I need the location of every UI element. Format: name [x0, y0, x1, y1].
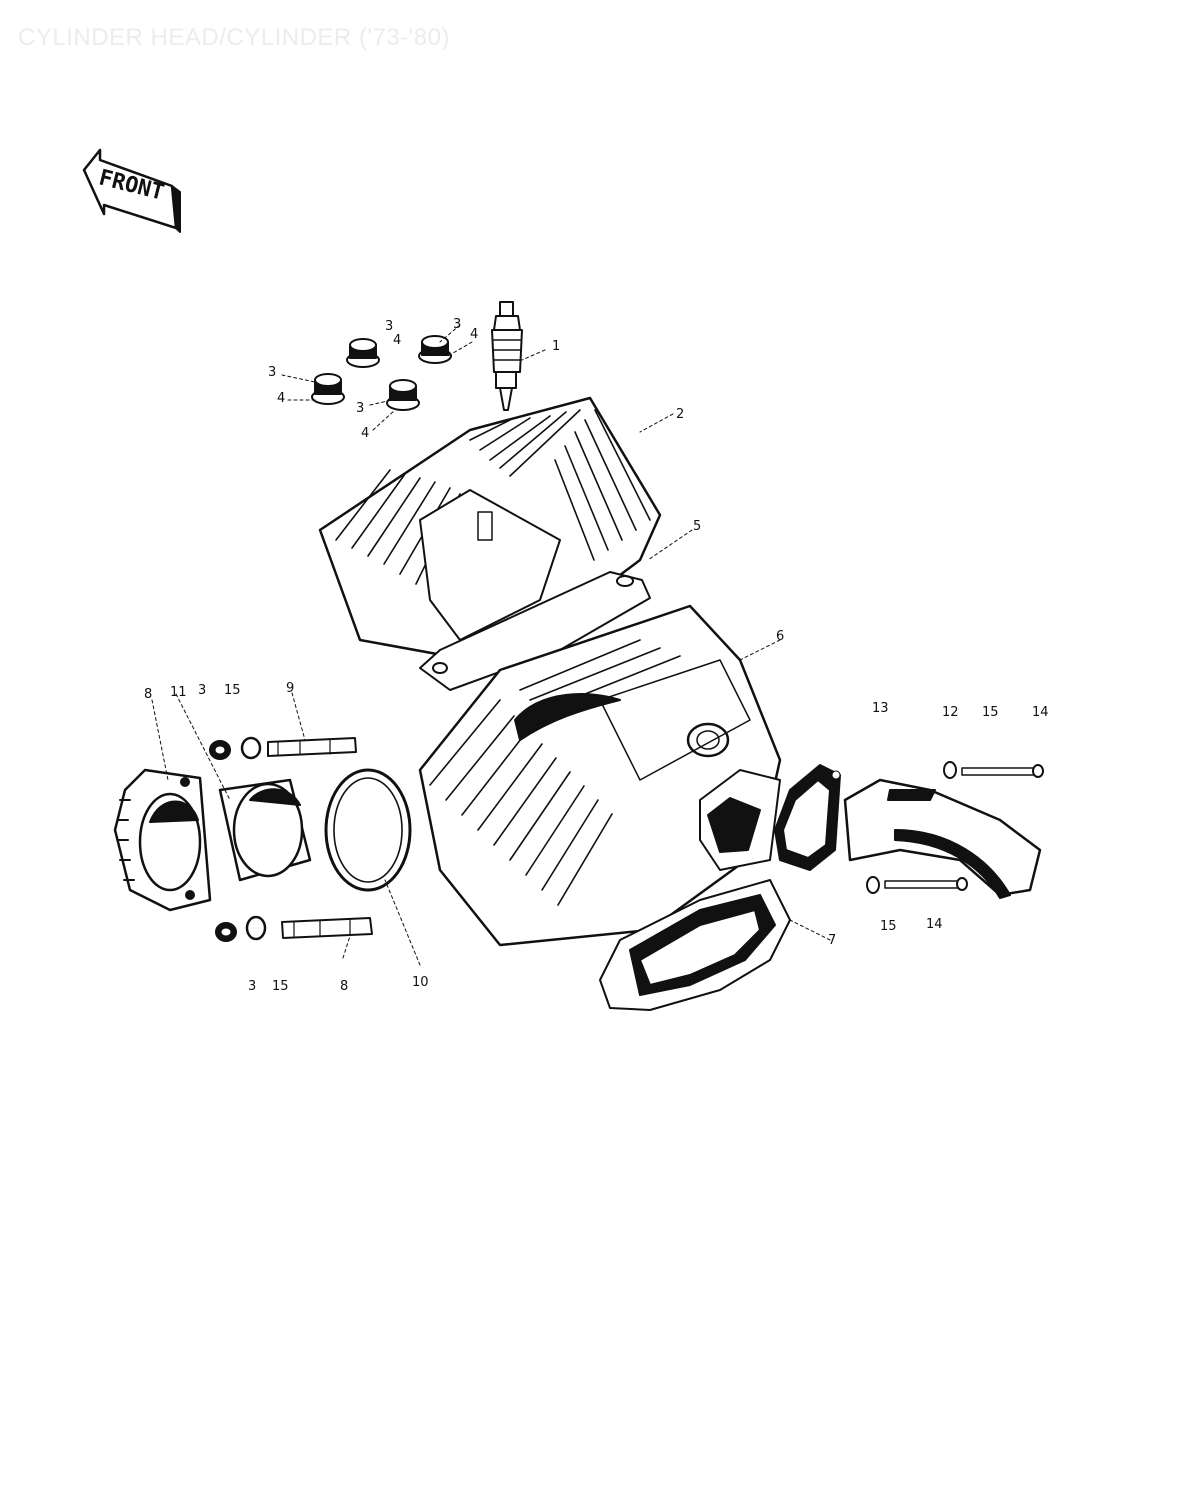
callout-labels: 1 2 3 3 3 3 3 3 4 4 4 4 5 6 7 8 8 9 10 1… — [144, 317, 1049, 994]
callout-5: 5 — [693, 519, 701, 534]
callout-3: 3 — [198, 683, 206, 698]
callout-4: 4 — [393, 333, 401, 348]
callout-4: 4 — [470, 327, 478, 342]
callout-6: 6 — [776, 629, 784, 644]
callout-10: 10 — [412, 975, 429, 990]
leader-lines — [151, 324, 831, 966]
head-nut-d — [386, 379, 420, 411]
callout-14: 14 — [1032, 705, 1049, 720]
head-gasket — [419, 571, 651, 691]
lower-stud-assembly — [215, 915, 373, 942]
spark-plug — [491, 301, 523, 411]
callout-11: 11 — [170, 685, 187, 700]
upper-stud-assembly — [209, 736, 357, 760]
page-title: CYLINDER HEAD/CYLINDER ('73-'80) — [18, 24, 450, 51]
callout-3: 3 — [268, 365, 276, 380]
head-nut-a — [346, 338, 380, 368]
callout-3: 3 — [248, 979, 256, 994]
intake-bolt-lower — [866, 876, 968, 894]
callout-15: 15 — [880, 919, 897, 934]
callout-13: 13 — [872, 701, 889, 716]
callout-4: 4 — [361, 426, 369, 441]
callout-8: 8 — [144, 687, 152, 702]
intake-bolt-upper — [943, 761, 1044, 779]
intake-manifold — [843, 778, 1042, 899]
head-nut-c — [311, 373, 345, 405]
callout-15: 15 — [272, 979, 289, 994]
callout-15: 15 — [982, 705, 999, 720]
callout-8: 8 — [340, 979, 348, 994]
callout-3: 3 — [453, 317, 461, 332]
exhaust-flange — [113, 768, 212, 912]
exhaust-gasket — [324, 768, 412, 892]
callout-2: 2 — [676, 407, 684, 422]
callout-3: 3 — [385, 319, 393, 334]
head-nut-set — [311, 335, 452, 411]
callout-1: 1 — [552, 339, 560, 354]
callout-4: 4 — [277, 391, 285, 406]
callout-15: 15 — [224, 683, 241, 698]
callout-14: 14 — [926, 917, 943, 932]
callout-12: 12 — [942, 705, 959, 720]
base-gasket — [599, 879, 791, 1011]
front-arrow-badge: FRONT — [82, 148, 181, 233]
callout-7: 7 — [828, 933, 836, 948]
head-nut-b — [418, 335, 452, 364]
callout-3: 3 — [356, 401, 364, 416]
cylinder-block — [418, 604, 782, 947]
callout-9: 9 — [286, 681, 294, 696]
intake-gasket — [774, 764, 841, 871]
exhaust-collar — [218, 778, 312, 882]
